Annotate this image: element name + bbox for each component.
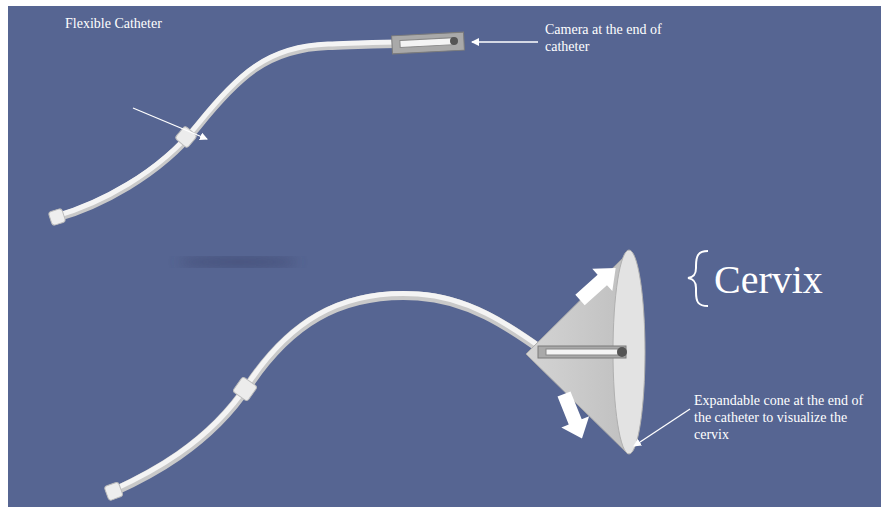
catheter-illustration (8, 6, 881, 507)
expandable-cone (526, 250, 645, 454)
camera (392, 32, 465, 54)
part-label: Flexible Catheter (65, 16, 225, 33)
expansion-arrow (570, 257, 626, 311)
part-label: Expandable cone at the end of the cathet… (694, 393, 874, 443)
expansion-arrow (550, 388, 596, 444)
region-label: Cervix (714, 256, 864, 304)
catheter-tip (48, 208, 66, 226)
catheter-tube (113, 296, 543, 492)
catheter-connector (232, 376, 257, 401)
part-label: Camera at the end of catheter (545, 22, 705, 56)
catheter-connector (175, 126, 198, 149)
catheter-tube (56, 44, 398, 218)
cervix-brace (688, 251, 708, 306)
leader-line (634, 409, 690, 446)
catheter-tip (104, 482, 123, 501)
background-panel: Flexible Catheter Camera at the end of ca… (8, 6, 881, 507)
leader-line (133, 108, 207, 139)
leader-line (472, 41, 538, 42)
